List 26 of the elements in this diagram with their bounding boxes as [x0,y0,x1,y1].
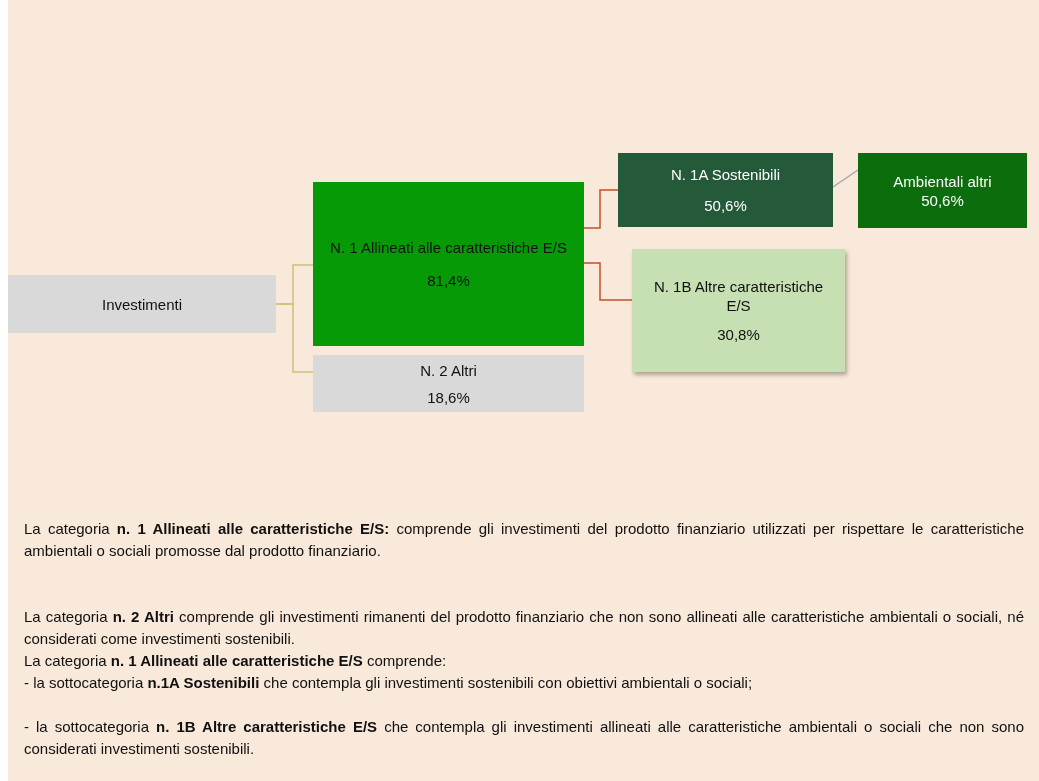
box-title: N. 1 Allineati alle caratteristiche E/S [330,238,567,257]
subcategory-box [632,249,845,372]
box-title: Ambientali altri [893,171,992,191]
connector-line [583,262,633,301]
connector-line [275,303,314,373]
description-paragraph: La categoria n. 1 Allineati alle caratteristiche E/S: comprende gli investimenti del prodotto finanziario utilizzati per rispettare le caratteristiche ambientali o sociali promosse dal prodotto finanziario. [24,519,1024,561]
percentage-value: 50,6% [921,190,964,210]
category-box [313,355,584,412]
percentage-value: 81,4% [427,271,470,290]
description-paragraph: La categoria n. 2 Altri comprende gli investimenti rimanenti del prodotto finanziario che non sono allineati alle caratteristiche ambientali o sociali, né considerati come investimenti sostenibili. [24,607,1024,649]
category-box [8,275,276,333]
box-title: N. 2 Altri [420,360,477,380]
percentage-value: 18,6% [427,387,470,407]
box-title: Investimenti [101,294,182,314]
connector-line [832,169,859,188]
subcategory-box [618,153,833,227]
description-paragraph: - la sottocategoria n. 1B Altre caratteristiche E/S che contempla gli investimenti allineati alle caratteristiche ambientali o sociali che non sono considerati investimenti sostenibili. [24,717,1024,759]
percentage-value: 50,6% [704,196,747,215]
description-paragraph: La categoria n. 1 Allineati alle caratteristiche E/S comprende: [24,651,448,671]
percentage-value: 30,8% [717,325,760,344]
connector-line [583,189,619,229]
box-title: N. 1B Altre caratteristiche E/S [652,277,825,315]
subcategory-box [858,153,1027,228]
category-box [313,182,584,346]
description-paragraph: - la sottocategoria n.1A Sostenibili che contempla gli investimenti sostenibili con obiettivi ambientali o sociali; [24,673,754,693]
box-title: N. 1A Sostenibili [670,165,781,184]
